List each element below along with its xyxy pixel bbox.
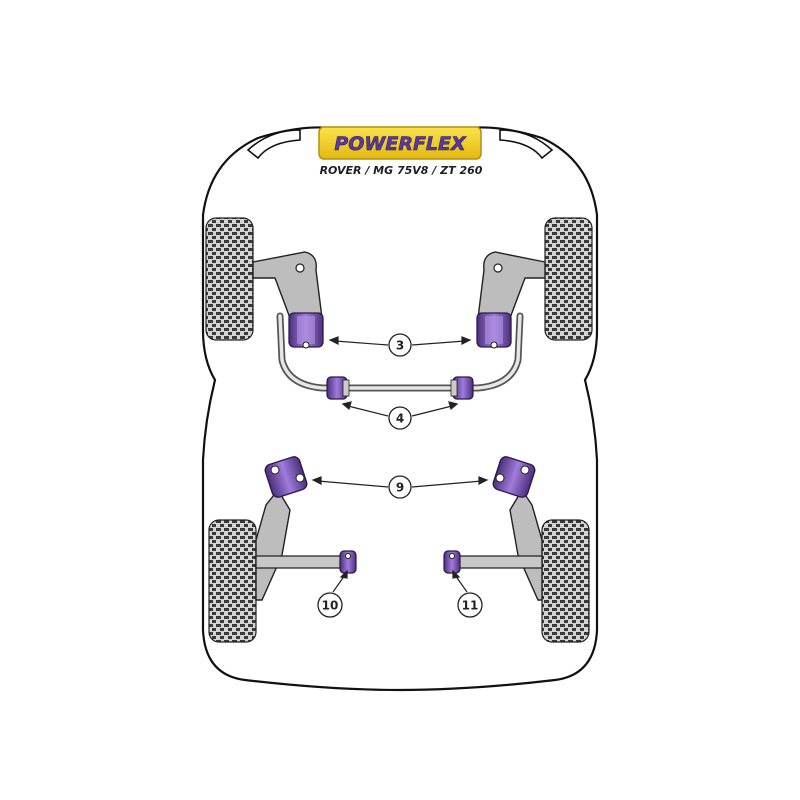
callout-3-label: 3 [396, 339, 404, 353]
rear-right-tyre [541, 519, 590, 643]
callout-9: 9 [388, 475, 412, 499]
front-right-wishbone-hole [493, 263, 503, 273]
rear-left-link-bush [339, 550, 357, 574]
left-headlight [246, 129, 301, 160]
callout-11: 11 [457, 592, 483, 618]
callout-4-label: 4 [396, 412, 404, 426]
front-left-wishbone-hole [295, 263, 305, 273]
rear-right-arm-bush [492, 456, 536, 498]
front-left-wishbone [252, 251, 323, 319]
callout-9-label: 9 [396, 481, 404, 495]
front-left-wishbone-bush [288, 312, 324, 349]
rear-left-trailing-arm [255, 488, 291, 601]
rear-left-tyre [208, 519, 257, 643]
powerflex-logo: POWERFLEX [318, 126, 482, 160]
callout-10: 10 [317, 592, 343, 618]
leader-lines [311, 336, 489, 593]
callout-11-label: 11 [462, 599, 479, 613]
callout-10-label: 10 [322, 599, 339, 613]
logo-text: POWERFLEX [334, 133, 467, 155]
front-right-wishbone-bush [476, 312, 512, 349]
anti-roll-bar-bush-left [326, 376, 350, 400]
front-right-tyre [544, 217, 593, 341]
callout-3: 3 [388, 333, 412, 357]
rear-right-trailing-arm [509, 488, 543, 601]
callout-4: 4 [388, 406, 412, 430]
rear-left-arm-bush [264, 456, 308, 498]
anti-roll-bar-bush-right [450, 376, 474, 400]
rear-right-link-bush [443, 550, 461, 574]
rear-left-lateral-link [255, 555, 346, 569]
rear-right-lateral-link [454, 555, 543, 569]
right-headlight [499, 129, 554, 160]
vehicle-subtitle: ROVER / MG 75V8 / ZT 260 [320, 164, 483, 177]
front-left-tyre [205, 217, 254, 341]
